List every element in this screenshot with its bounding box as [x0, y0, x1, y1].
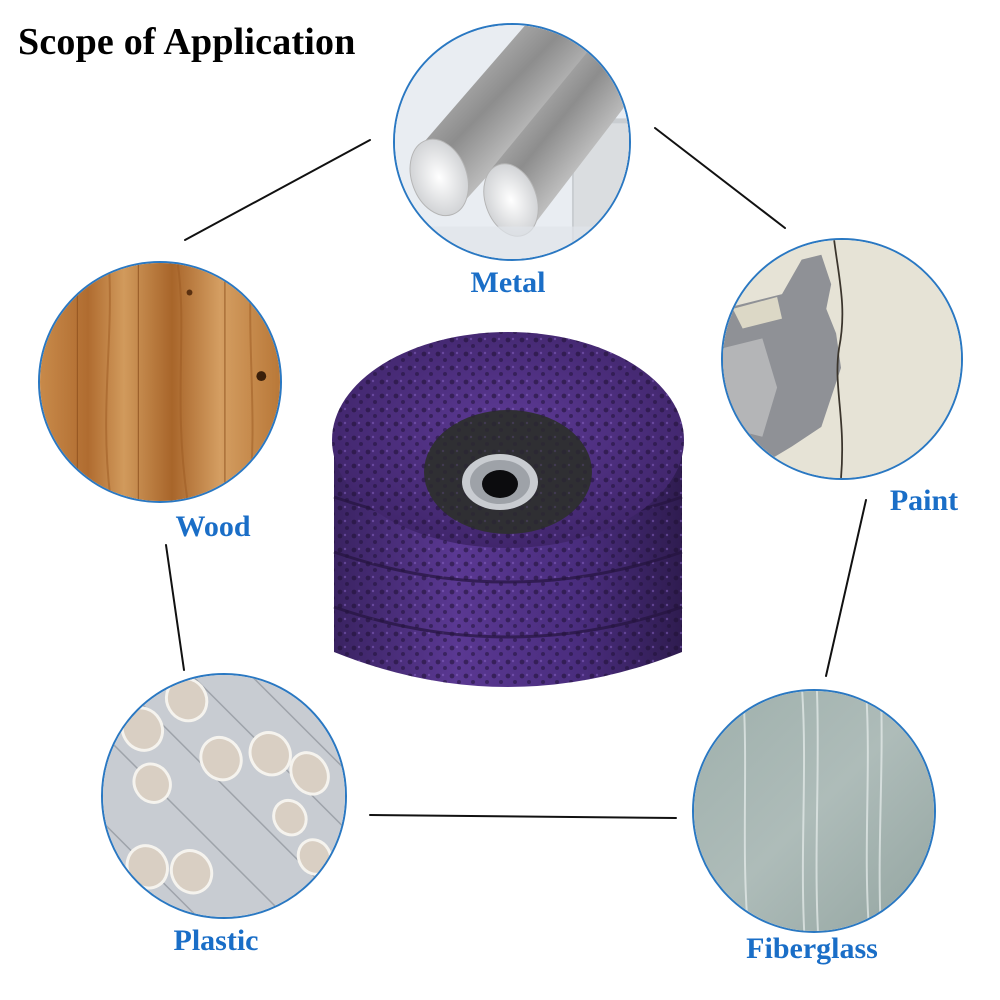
- plastic-image: [101, 673, 347, 919]
- plastic-label: Plastic: [173, 924, 259, 957]
- connector-paint-fiberglass: [825, 499, 867, 677]
- connector-plastic-fiberglass: [369, 814, 677, 819]
- fiberglass-label: Fiberglass: [746, 932, 878, 965]
- connector-metal-paint: [654, 127, 786, 229]
- connector-wood-metal: [184, 139, 371, 241]
- purple-strip-disc-icon: [332, 332, 684, 687]
- paint-image: [721, 238, 963, 480]
- product-image: [322, 322, 694, 704]
- page-title: Scope of Application: [18, 21, 356, 63]
- fiberglass-image: [692, 689, 936, 933]
- wood-planks-icon: [40, 263, 280, 501]
- peeling-paint-icon: [723, 240, 961, 478]
- paint-label: Paint: [889, 484, 959, 517]
- connector-wood-plastic: [165, 544, 185, 671]
- pvc-pipes-icon: [103, 675, 345, 917]
- wood-label: Wood: [175, 510, 251, 543]
- metal-image: [393, 23, 631, 261]
- wood-image: [38, 261, 282, 503]
- fiberglass-sheet-icon: [694, 691, 934, 931]
- steel-rods-icon: [395, 25, 629, 259]
- metal-label: Metal: [470, 266, 546, 299]
